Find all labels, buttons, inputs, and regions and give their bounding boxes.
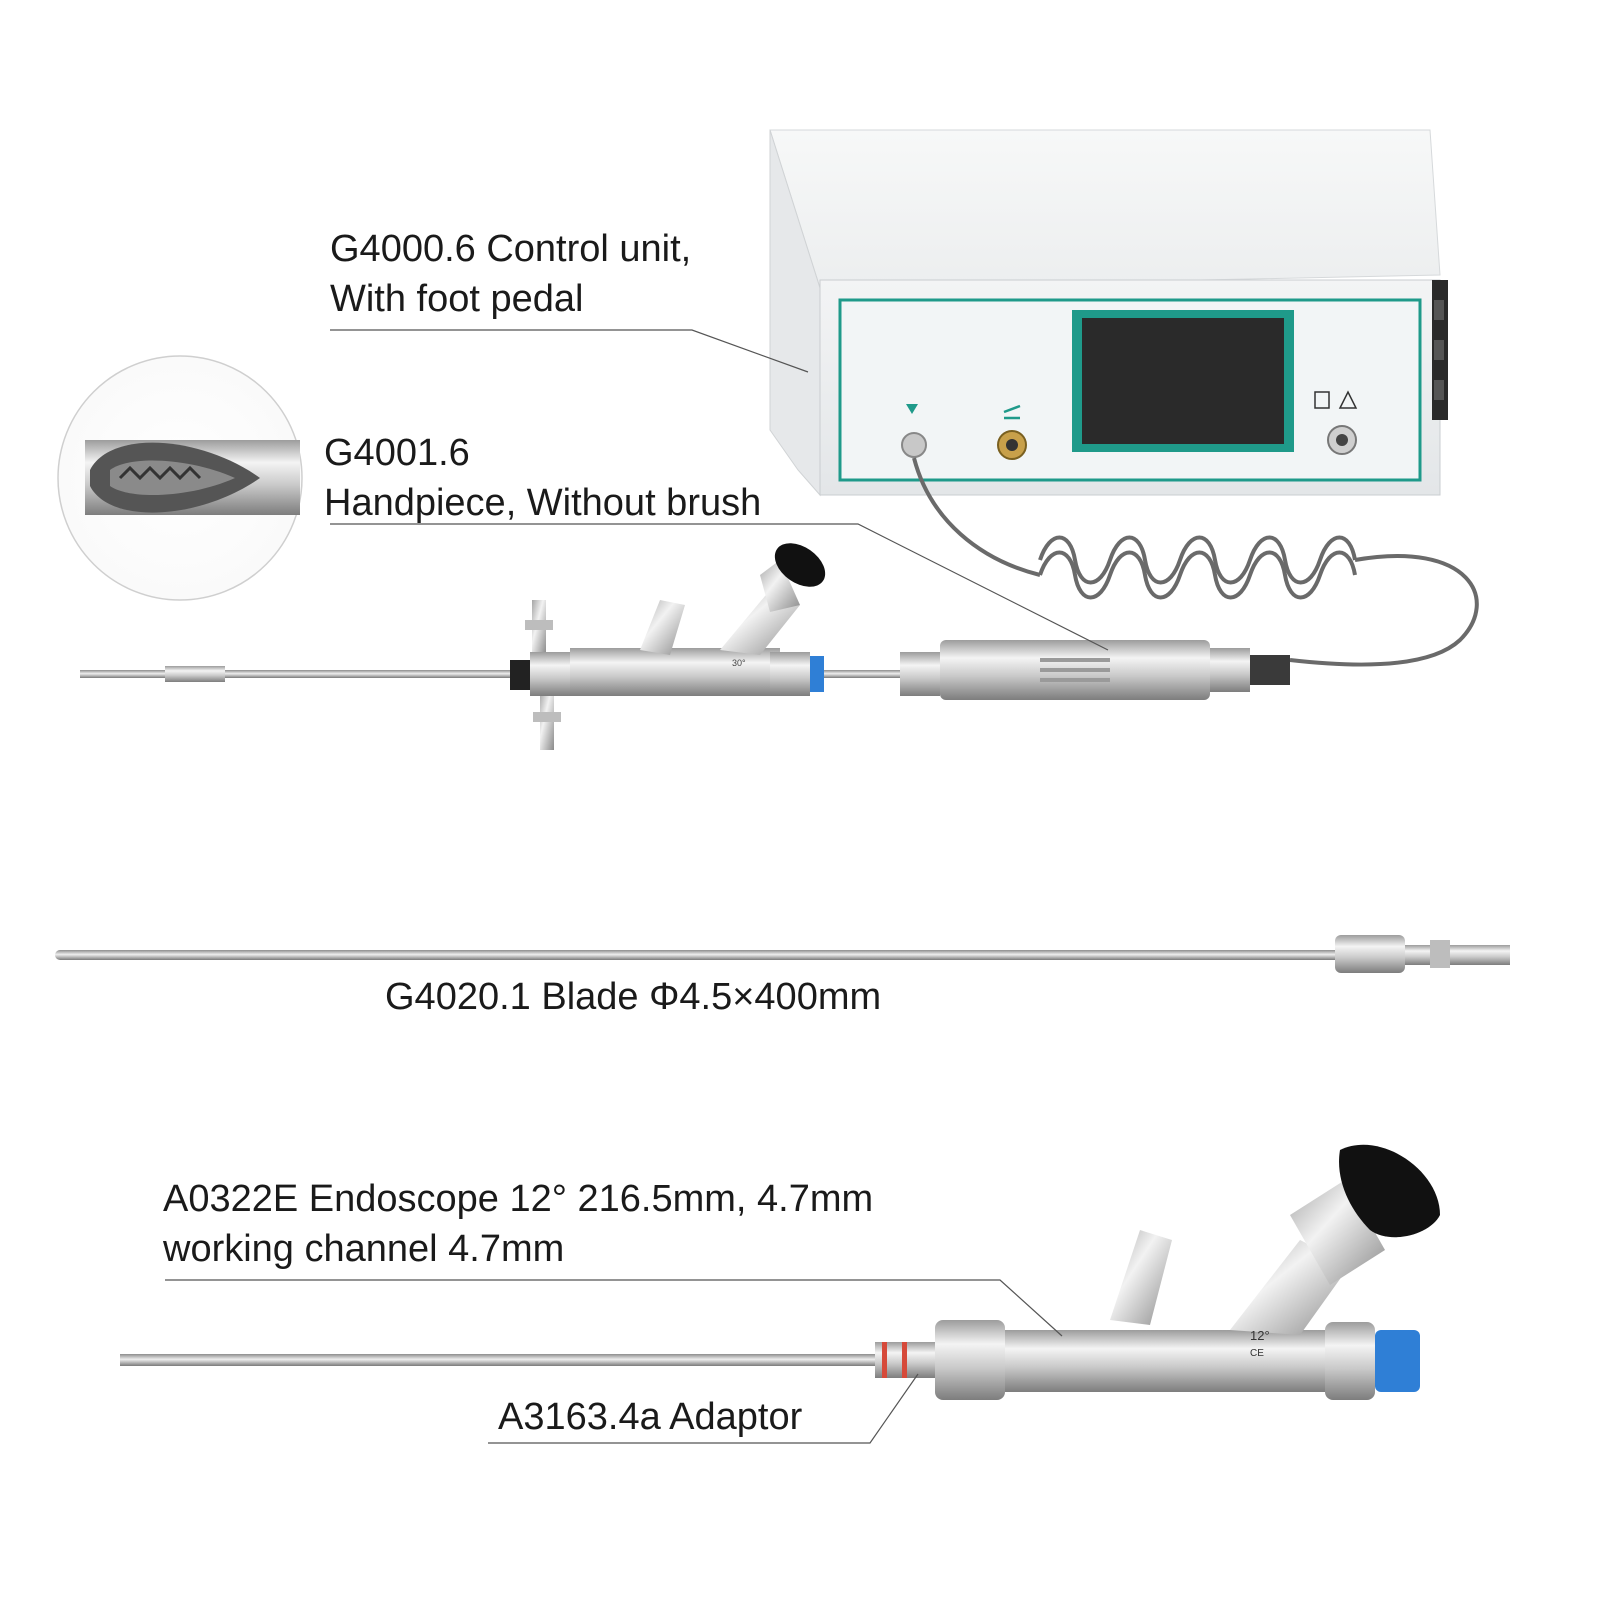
label-handpiece-line1: G4001.6 xyxy=(324,432,470,474)
handpiece xyxy=(900,640,1290,700)
blade xyxy=(55,935,1510,973)
top-eyepiece xyxy=(774,543,826,587)
scope-eyepiece-arm xyxy=(720,560,800,655)
side-connectors xyxy=(1432,280,1448,420)
label-adaptor-line1: A3163.4a Adaptor xyxy=(498,1396,803,1438)
leader-adaptor xyxy=(488,1373,919,1444)
foot-pedal-icon xyxy=(1003,404,1021,420)
control-unit-top xyxy=(769,129,1441,289)
endoscope-side-port xyxy=(1110,1230,1172,1325)
endoscope: 12° CE xyxy=(120,1144,1440,1400)
label-endoscope: A0322E Endoscope 12° 216.5mm, 4.7mm work… xyxy=(163,1174,873,1274)
top-assembly: 30° xyxy=(80,543,1290,750)
leader-endoscope xyxy=(165,1279,1063,1337)
label-endoscope-line2: working channel 4.7mm xyxy=(163,1228,565,1270)
label-blade: G4020.1 Blade Φ4.5×400mm xyxy=(385,972,881,1022)
label-control-unit-line2: With foot pedal xyxy=(330,278,584,320)
endoscope-angle-mark: 12° xyxy=(1250,1328,1270,1343)
control-unit-side xyxy=(769,129,821,497)
label-blade-line1: G4020.1 Blade Φ4.5×400mm xyxy=(385,976,882,1018)
handpiece-tip-detail xyxy=(57,355,303,601)
leader-handpiece xyxy=(330,523,1109,651)
cable-connector-icon xyxy=(906,404,918,414)
foot-pedal-socket xyxy=(997,430,1027,460)
label-handpiece-line2: Handpiece, Without brush xyxy=(324,482,762,524)
handpiece-socket xyxy=(901,432,927,458)
stopcock-top xyxy=(525,600,553,655)
stopcock-bottom xyxy=(533,690,561,750)
endoscope-eyepiece xyxy=(1339,1144,1440,1238)
handpiece-cable xyxy=(912,457,1479,667)
label-control-unit-line1: G4000.6 Control unit, xyxy=(330,228,692,270)
leader-lines xyxy=(165,329,1109,1444)
leader-control-unit xyxy=(330,329,809,373)
display-screen xyxy=(1082,318,1284,444)
power-connector-icon xyxy=(1327,425,1357,455)
label-control-unit: G4000.6 Control unit, With foot pedal xyxy=(330,224,691,324)
control-unit xyxy=(769,129,1448,497)
endoscope-eyepiece-arm xyxy=(1230,1180,1385,1335)
label-endoscope-line1: A0322E Endoscope 12° 216.5mm, 4.7mm xyxy=(163,1178,874,1220)
label-handpiece: G4001.6 Handpiece, Without brush xyxy=(324,428,761,528)
scope-side-port xyxy=(640,600,685,655)
warning-icon xyxy=(1314,390,1358,409)
top-scope-angle-mark: 30° xyxy=(732,658,746,668)
endoscope-ce-mark: CE xyxy=(1250,1348,1264,1359)
label-adaptor: A3163.4a Adaptor xyxy=(498,1392,802,1442)
